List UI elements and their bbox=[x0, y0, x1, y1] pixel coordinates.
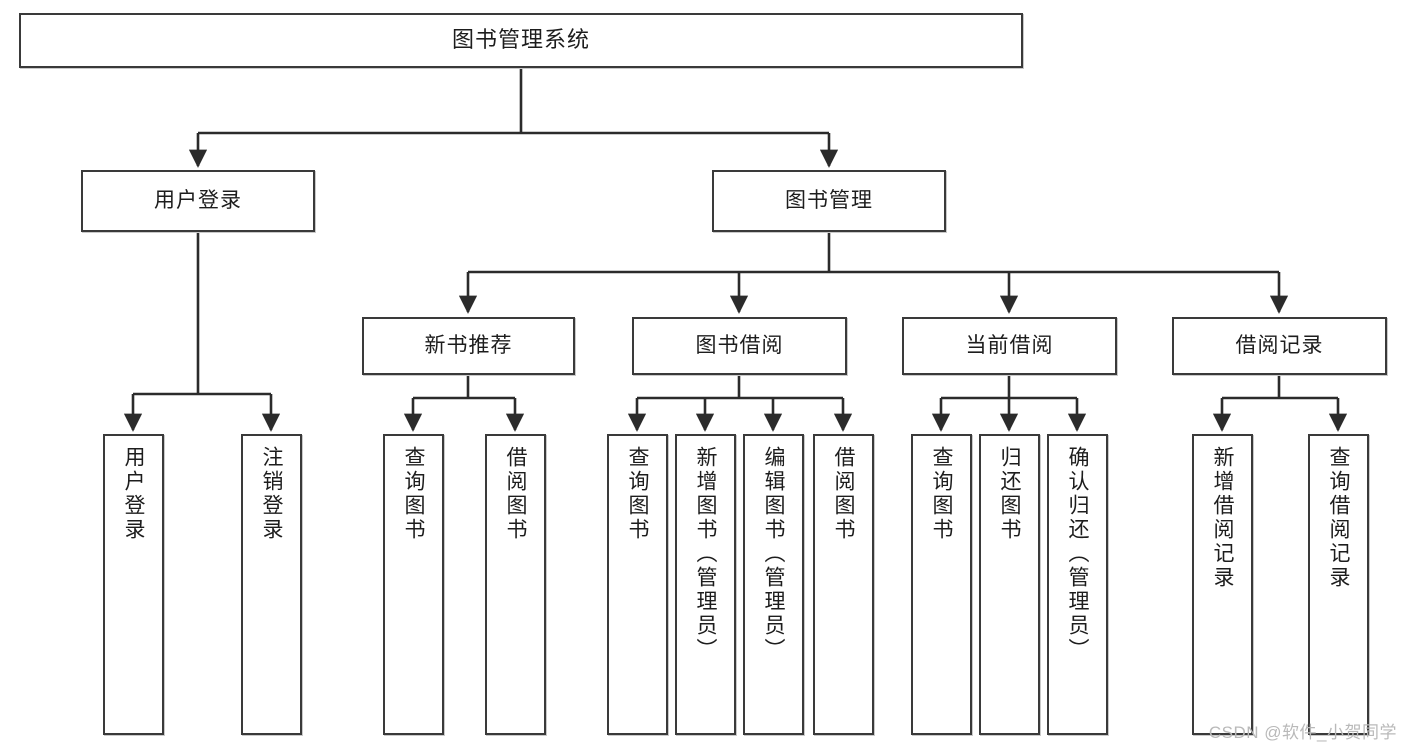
node-leaf-query-book-1-label: 查询图书 bbox=[402, 446, 425, 542]
node-leaf-add-record-label: 新增借阅记录 bbox=[1211, 446, 1234, 590]
node-borrow-record[interactable]: 借阅记录 bbox=[1172, 317, 1387, 375]
node-new-book-recommend[interactable]: 新书推荐 bbox=[362, 317, 575, 375]
node-current-borrow-label: 当前借阅 bbox=[965, 334, 1054, 358]
node-leaf-query-book-2[interactable]: 查询图书 bbox=[607, 434, 668, 735]
node-leaf-query-book-1[interactable]: 查询图书 bbox=[383, 434, 444, 735]
node-borrow-record-label: 借阅记录 bbox=[1235, 334, 1324, 358]
node-book-borrow-label: 图书借阅 bbox=[695, 334, 784, 358]
node-book-manage-label: 图书管理 bbox=[785, 189, 873, 213]
node-leaf-add-book[interactable]: 新增图书（管理员） bbox=[675, 434, 736, 735]
node-leaf-query-book-3[interactable]: 查询图书 bbox=[911, 434, 972, 735]
node-root-label: 图书管理系统 bbox=[451, 27, 590, 53]
node-leaf-query-book-2-label: 查询图书 bbox=[626, 446, 649, 542]
node-root[interactable]: 图书管理系统 bbox=[19, 13, 1023, 68]
node-user-login[interactable]: 用户登录 bbox=[81, 170, 315, 232]
node-leaf-confirm-return-label: 确认归还（管理员） bbox=[1066, 446, 1089, 662]
node-book-manage[interactable]: 图书管理 bbox=[712, 170, 946, 232]
node-leaf-return-book[interactable]: 归还图书 bbox=[979, 434, 1040, 735]
node-leaf-return-book-label: 归还图书 bbox=[998, 446, 1021, 542]
node-leaf-confirm-return[interactable]: 确认归还（管理员） bbox=[1047, 434, 1108, 735]
node-leaf-user-login[interactable]: 用户登录 bbox=[103, 434, 164, 735]
node-leaf-query-book-3-label: 查询图书 bbox=[930, 446, 953, 542]
node-user-login-label: 用户登录 bbox=[154, 189, 242, 213]
node-leaf-user-login-label: 用户登录 bbox=[122, 446, 145, 542]
node-leaf-borrow-book-1[interactable]: 借阅图书 bbox=[485, 434, 546, 735]
node-current-borrow[interactable]: 当前借阅 bbox=[902, 317, 1117, 375]
node-leaf-edit-book-label: 编辑图书（管理员） bbox=[762, 446, 785, 662]
node-leaf-borrow-book-2-label: 借阅图书 bbox=[832, 446, 855, 542]
node-leaf-logout-login-label: 注销登录 bbox=[260, 446, 283, 542]
node-leaf-borrow-book-2[interactable]: 借阅图书 bbox=[813, 434, 874, 735]
node-leaf-add-record[interactable]: 新增借阅记录 bbox=[1192, 434, 1253, 735]
node-leaf-borrow-book-1-label: 借阅图书 bbox=[504, 446, 527, 542]
node-new-book-recommend-label: 新书推荐 bbox=[424, 334, 513, 358]
node-leaf-add-book-label: 新增图书（管理员） bbox=[694, 446, 717, 662]
watermark-text: CSDN @软件_小贺同学 bbox=[1208, 723, 1397, 742]
node-leaf-query-record-label: 查询借阅记录 bbox=[1327, 446, 1350, 590]
node-leaf-query-record[interactable]: 查询借阅记录 bbox=[1308, 434, 1369, 735]
node-book-borrow[interactable]: 图书借阅 bbox=[632, 317, 847, 375]
node-leaf-logout-login[interactable]: 注销登录 bbox=[241, 434, 302, 735]
node-leaf-edit-book[interactable]: 编辑图书（管理员） bbox=[743, 434, 804, 735]
